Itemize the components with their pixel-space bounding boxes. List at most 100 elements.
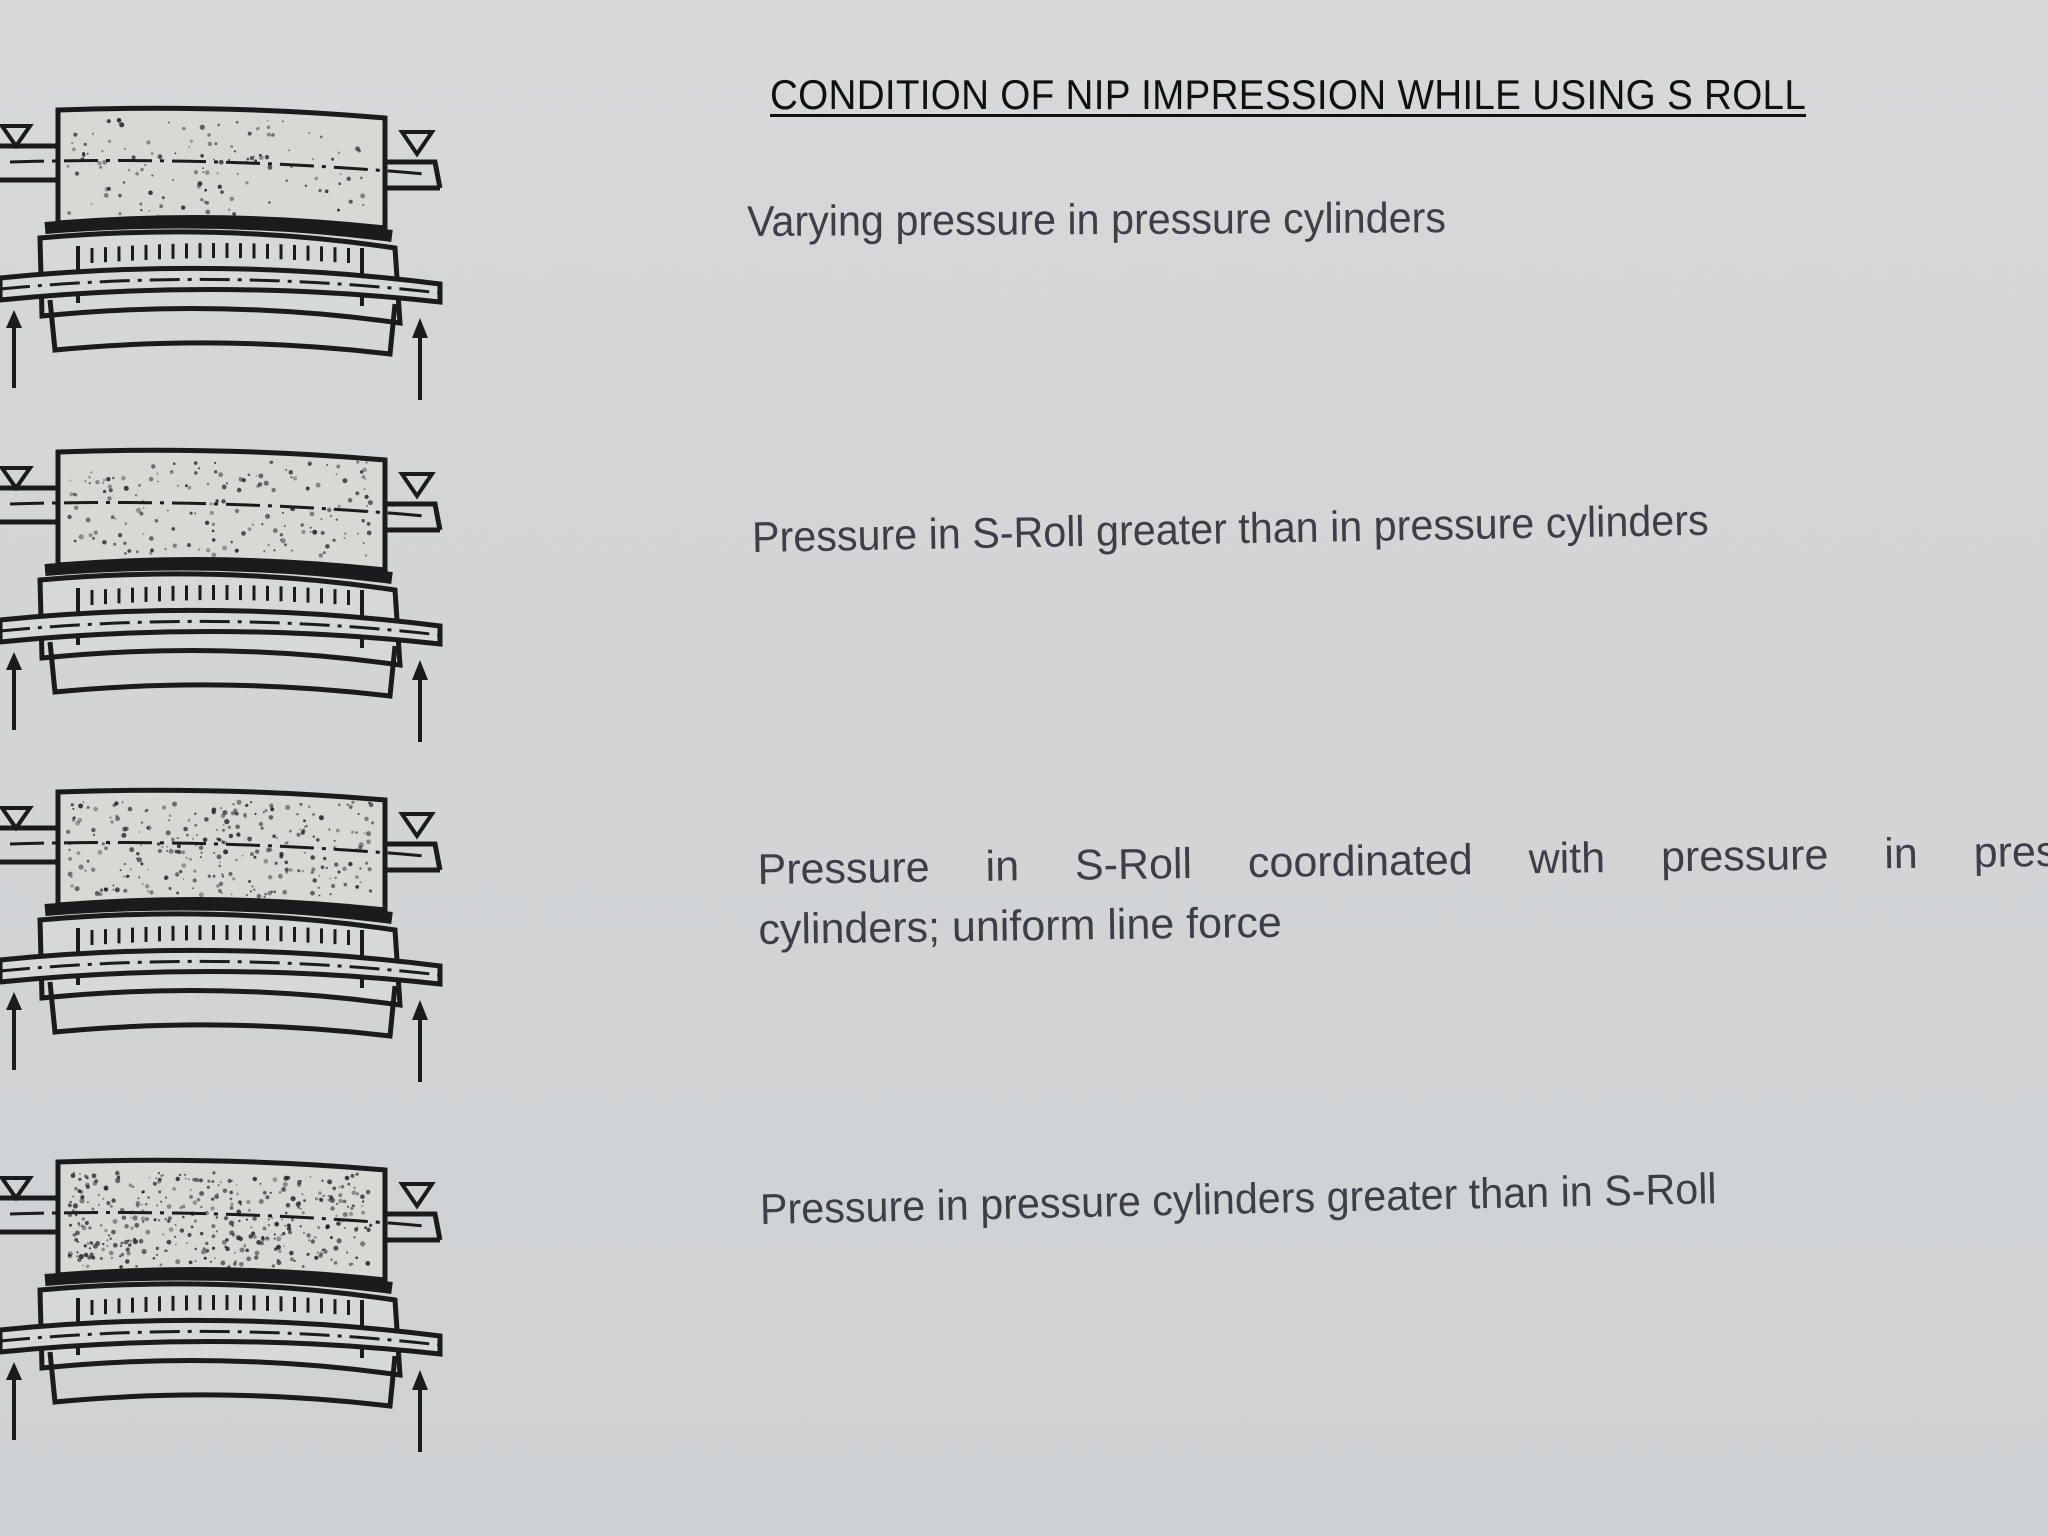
speckle	[214, 470, 218, 474]
speckle	[219, 861, 222, 864]
speckle	[118, 122, 121, 125]
speckle	[256, 128, 258, 131]
speckle	[90, 471, 93, 474]
speckle	[306, 1233, 311, 1238]
speckle	[216, 884, 220, 888]
speckle	[262, 1226, 267, 1231]
speckle	[88, 476, 91, 479]
speckle	[127, 1239, 130, 1242]
speckle	[259, 1183, 262, 1185]
speckle	[121, 1215, 127, 1220]
speckle	[207, 874, 211, 878]
speckle	[157, 480, 159, 483]
speckle	[280, 1234, 283, 1237]
speckle	[147, 1196, 150, 1199]
speckle	[272, 834, 276, 838]
speckle	[351, 800, 355, 804]
speckle	[197, 548, 201, 551]
speckle	[123, 148, 126, 150]
speckle	[267, 1223, 271, 1227]
speckle	[325, 866, 329, 870]
speckle	[336, 1222, 339, 1225]
speckle	[236, 799, 242, 805]
upper-axle-left	[0, 143, 58, 183]
speckle	[67, 1254, 71, 1257]
speckle	[369, 1223, 373, 1227]
speckle	[299, 802, 303, 806]
speckle	[314, 176, 319, 181]
speckle	[192, 837, 195, 840]
speckle	[262, 811, 265, 814]
speckle	[79, 1173, 81, 1175]
speckle	[281, 120, 284, 123]
speckle	[181, 205, 186, 210]
speckle	[355, 885, 360, 889]
speckle	[259, 155, 264, 160]
speckle	[266, 125, 271, 129]
force-arrowhead-left	[6, 310, 22, 328]
speckle	[201, 1249, 206, 1255]
speckle	[351, 830, 354, 834]
speckle	[199, 1231, 204, 1236]
speckle	[267, 890, 273, 896]
speckle	[76, 1255, 79, 1258]
speckle	[94, 891, 100, 896]
speckle	[204, 170, 210, 175]
speckle	[156, 472, 159, 475]
speckle	[123, 888, 128, 893]
speckle	[299, 828, 301, 831]
speckle	[172, 1187, 177, 1191]
speckle	[116, 118, 122, 123]
speckle	[334, 862, 339, 867]
speckle	[264, 808, 268, 813]
speckle	[297, 1206, 300, 1209]
speckle	[306, 1252, 310, 1256]
speckle	[258, 1199, 264, 1204]
speckle	[141, 1220, 145, 1223]
speckle	[284, 543, 287, 547]
speckle	[165, 1196, 167, 1199]
speckle	[200, 1206, 203, 1208]
speckle	[328, 1198, 332, 1203]
speckle	[123, 541, 127, 545]
speckle	[263, 550, 266, 553]
speckle	[342, 478, 348, 484]
speckle	[109, 816, 112, 819]
speckle	[183, 1173, 187, 1176]
speckle	[211, 1180, 215, 1183]
speckle	[166, 845, 169, 848]
speckle	[348, 1211, 354, 1217]
speckle	[305, 486, 310, 491]
speckle	[141, 882, 144, 885]
upper-axle-left	[0, 485, 58, 525]
speckle	[145, 1203, 148, 1206]
speckle	[327, 1194, 330, 1197]
speckle	[99, 1257, 103, 1260]
speckle	[364, 554, 368, 557]
speckle	[138, 876, 141, 879]
speckle	[314, 1236, 317, 1239]
speckle	[365, 461, 368, 464]
speckle	[139, 511, 144, 516]
speckle	[350, 1206, 354, 1210]
speckle	[355, 875, 359, 879]
speckle	[308, 1239, 311, 1242]
speckle	[281, 1187, 286, 1192]
speckle	[216, 1192, 219, 1195]
speckle	[327, 1198, 330, 1201]
speckle	[255, 849, 260, 854]
speckle	[193, 170, 198, 175]
speckle	[218, 159, 224, 165]
speckle	[290, 1257, 294, 1262]
speckle	[97, 1194, 100, 1196]
speckle	[156, 842, 161, 846]
speckle	[229, 1206, 234, 1210]
nip-diagram-svg	[0, 105, 443, 400]
speckle	[214, 142, 218, 146]
speckle	[250, 852, 254, 857]
speckle	[353, 1236, 356, 1239]
speckle	[87, 1242, 89, 1245]
speckle	[211, 529, 215, 533]
speckle	[265, 847, 271, 853]
speckle	[101, 1247, 105, 1252]
